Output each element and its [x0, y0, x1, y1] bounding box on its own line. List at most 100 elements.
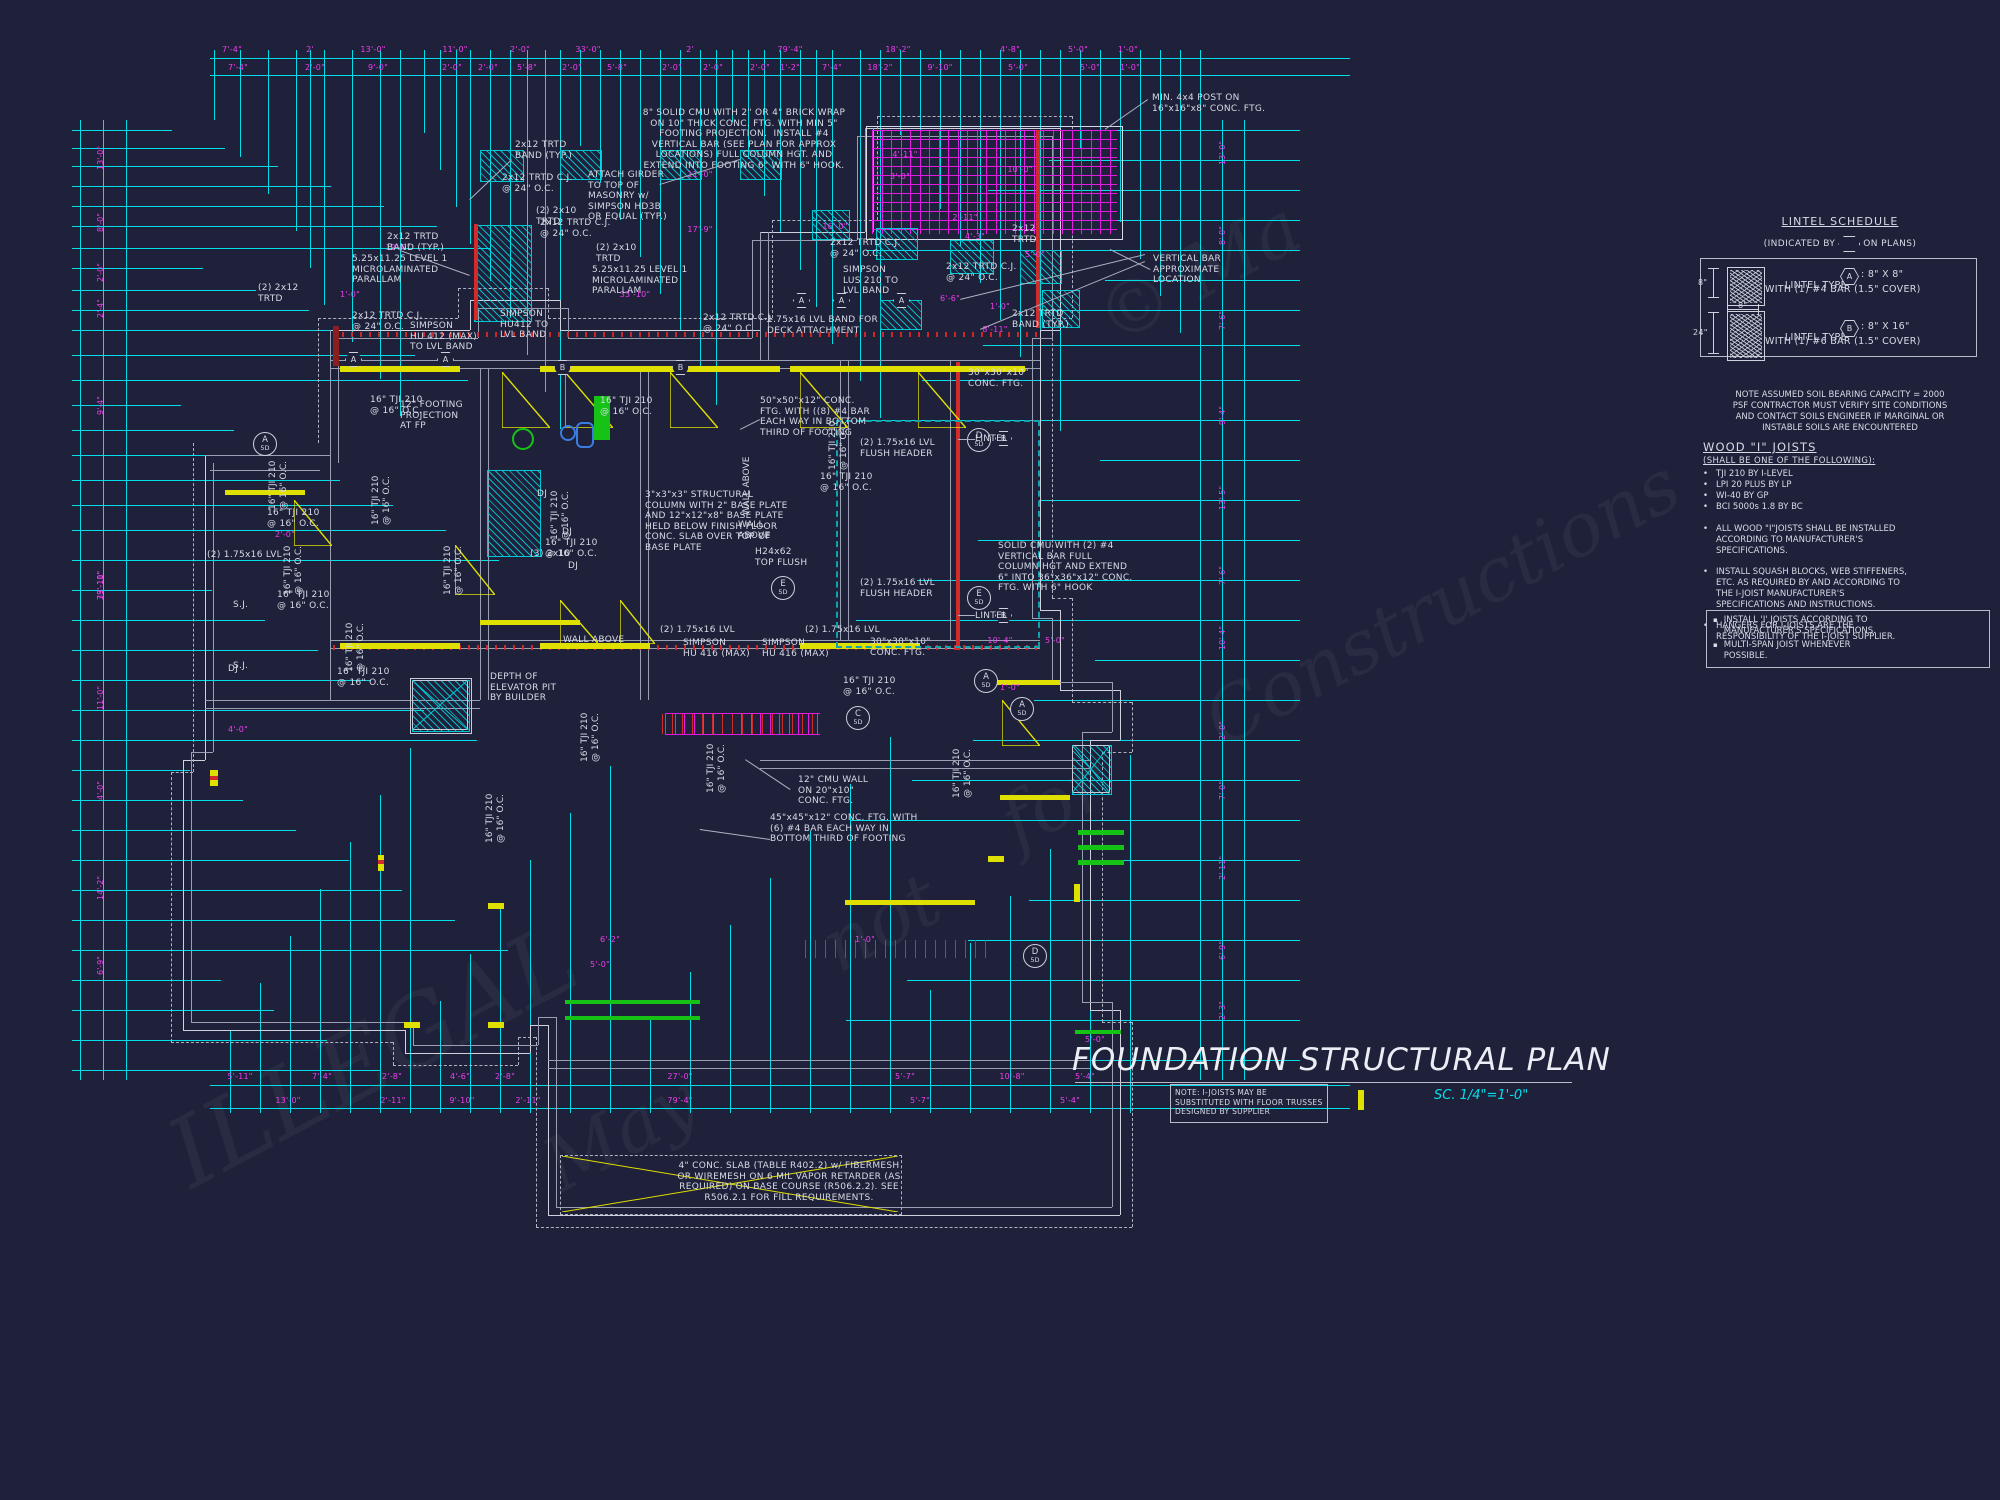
foundation-wall-outline: [183, 760, 184, 1030]
dim-tick: [1222, 306, 1223, 315]
dim-tick: [1180, 54, 1181, 63]
lintel-b-tag-icon: B: [1840, 320, 1859, 337]
footing-dashed-line: [1132, 702, 1133, 752]
detail-callout-bubble[interactable]: A 5D: [974, 669, 998, 693]
annotation-band-typ-2: 2x12 TRTD BAND (TYP.): [387, 232, 445, 253]
dim-tick: [1200, 416, 1201, 425]
lintel-subtitle-post: ON PLANS): [1863, 239, 1917, 249]
stair-hatch-line: [665, 713, 820, 714]
product-2: WI-40 BY GP: [1716, 491, 1769, 501]
dim-tick: [80, 451, 81, 460]
dim-tick: [680, 54, 681, 63]
callout-letter: E: [780, 579, 786, 589]
dim-tick: [103, 586, 104, 595]
dimension-label: 5'-0": [1068, 45, 1088, 54]
dimension-extension-line: [1160, 50, 1161, 296]
foundation-wall-inner: [857, 136, 1052, 137]
porch-hatch-line: [872, 184, 1117, 185]
dim-tick: [80, 736, 81, 745]
lintel-tag-hex[interactable]: A: [437, 352, 454, 367]
annotation-v-tji-v-9: 16" TJI 210 @ 16" O.C.: [485, 793, 506, 843]
porch-hatch-line: [872, 148, 1117, 149]
dim-tick: [103, 144, 104, 153]
dimension-extension-line: [230, 1030, 231, 1110]
dimension-extension-line: [856, 620, 1300, 621]
dim-tick: [860, 71, 861, 80]
annotation-parallam-2: 5.25x11.25 LEVEL 1 MICROLAMINATED PARALL…: [592, 265, 688, 296]
dimension-extension-line: [983, 345, 1300, 346]
interior-wall: [330, 455, 331, 700]
dim-tick: [324, 54, 325, 63]
annotation-v-tji-v-10: 16" TJI 210 @ 16" O.C.: [952, 748, 973, 798]
dimension-extension-line: [748, 50, 749, 159]
detail-callout-bubble[interactable]: A 5D: [253, 432, 277, 456]
dimension-extension-line: [922, 380, 1300, 381]
stair-riser: [802, 714, 803, 734]
lintel-schedule-title: LINTEL SCHEDULE: [1781, 215, 1899, 228]
dim-tick: [530, 1104, 531, 1113]
beam-yellow: [660, 366, 780, 372]
detail-callout-bubble[interactable]: E 5D: [771, 576, 795, 600]
detail-callout-bubble[interactable]: A 5D: [1010, 697, 1034, 721]
dim-tick: [80, 162, 81, 171]
lintel-tag-hex[interactable]: A: [833, 293, 850, 308]
foundation-wall-inner: [752, 240, 857, 241]
lintel-tag-hex[interactable]: B: [554, 360, 571, 375]
foundation-wall-outline: [1040, 330, 1060, 331]
lintel-tag-hex[interactable]: B: [995, 431, 1012, 446]
bullet-icon: ▪: [1713, 616, 1718, 624]
dim-tick: [1040, 54, 1041, 63]
dimension-label-vertical: 14'-2": [96, 875, 105, 900]
dimension-label: 2'-0": [305, 63, 325, 72]
x-brace-box: [1072, 745, 1110, 793]
detail-callout-bubble[interactable]: E 5D: [967, 586, 991, 610]
lintel-tag-hex[interactable]: A: [345, 352, 362, 367]
lintel-tag-hex[interactable]: A: [893, 293, 910, 308]
annotation-conc-ftg-45: 45"x45"x12" CONC. FTG. WITH (6) #4 BAR E…: [770, 813, 918, 844]
slab-edge-tick: [825, 940, 826, 958]
dim-tick: [1222, 896, 1223, 905]
dimension-extension-line: [1049, 160, 1300, 161]
foundation-wall-outline: [865, 128, 1060, 129]
dimension-label: 18'-2": [867, 63, 893, 72]
annotation-dj-2: DJ: [562, 527, 573, 537]
stair-riser: [722, 714, 723, 734]
dimension-label: 5'-0": [1008, 63, 1028, 72]
lintel-tag-hex[interactable]: B: [672, 360, 689, 375]
slab-edge-tick: [955, 940, 956, 958]
dim-tick: [1200, 736, 1201, 745]
rebar-corner: [333, 326, 339, 366]
dim-tick: [103, 796, 104, 805]
stair-riser: [792, 714, 793, 734]
lintel-tag-hex[interactable]: A: [793, 293, 810, 308]
annotation-trtd-band-9: 2x12 TRTD BAND (TYP.): [1012, 309, 1070, 330]
dimension-extension-line: [470, 954, 471, 1110]
wall-marker: [988, 856, 1004, 862]
annotation-lvl-1: (2) 1.75x16 LVL: [207, 550, 282, 560]
leader-line: [739, 419, 760, 430]
brace-triangle: [565, 372, 613, 428]
footing-dashed-line: [1052, 318, 1053, 598]
dim-tick: [103, 646, 104, 655]
porch-hatch-line: [891, 130, 892, 234]
annotation-tji-2: 16" TJI 210 @ 16" O.C.: [600, 396, 653, 417]
dimension-extension-line: [780, 50, 781, 233]
dimension-extension-line: [72, 590, 212, 591]
footing-dashed-line: [1052, 598, 1072, 599]
detail-callout-bubble[interactable]: D 5D: [1023, 944, 1047, 968]
dimension-extension-line: [72, 455, 287, 456]
annotation-trtd-cj-2: 2x12 TRTD C.J. @ 24" O.C.: [540, 218, 611, 239]
dim-tick: [214, 54, 215, 63]
dimension-extension-line: [72, 480, 340, 481]
detail-callout-bubble[interactable]: D 5D: [967, 428, 991, 452]
rebar-vertical-left: [474, 224, 478, 320]
lintel-tag-hex[interactable]: B: [995, 608, 1012, 623]
interior-dimension-label: 33'-10": [619, 290, 651, 299]
detail-callout-bubble[interactable]: C 5D: [846, 706, 870, 730]
note-1: INSTALL SQUASH BLOCKS, WEB STIFFENERS, E…: [1716, 567, 1907, 610]
dimension-label: 2'-11": [380, 1096, 406, 1105]
dimension-chain-v: [103, 120, 104, 1080]
dimension-extension-line: [680, 50, 681, 331]
dimension-extension-line: [240, 50, 241, 157]
stair-riser: [742, 714, 743, 734]
